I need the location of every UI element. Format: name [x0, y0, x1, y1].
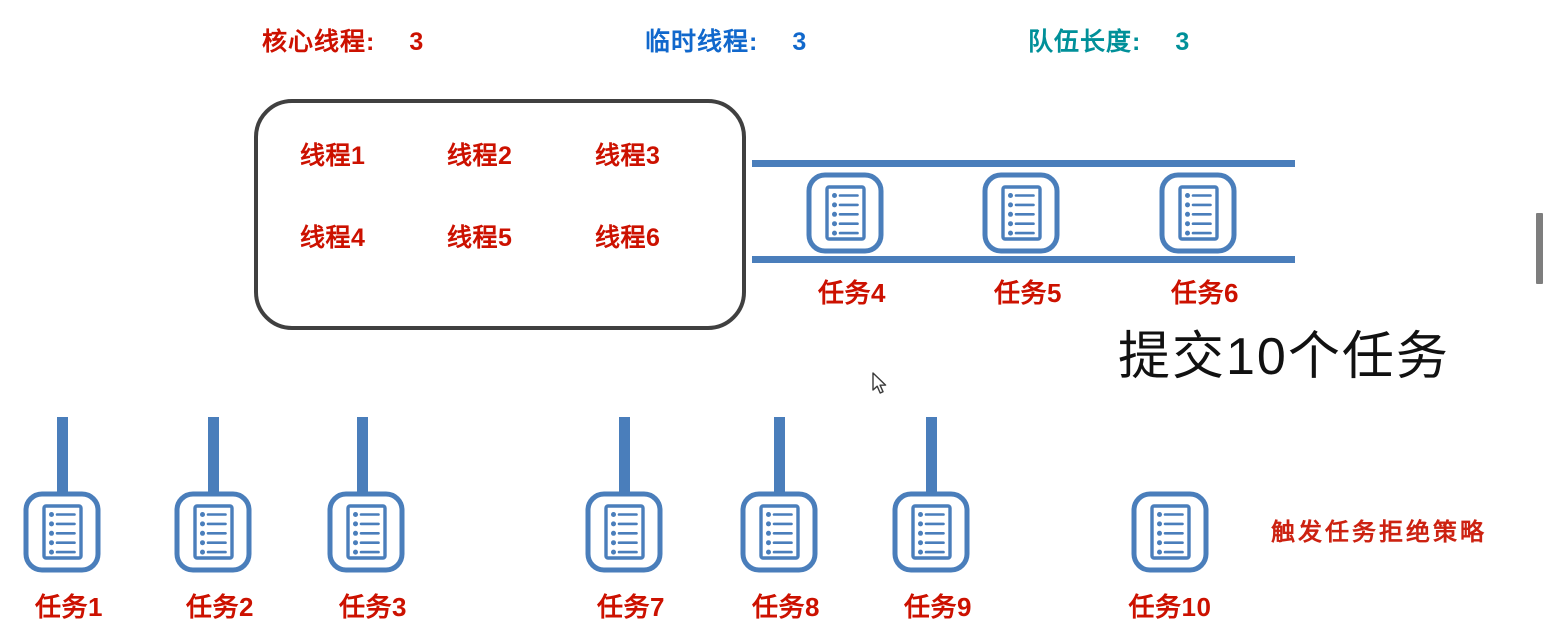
scrollbar-thumb[interactable]	[1536, 213, 1543, 284]
mouse-pointer-icon	[872, 372, 887, 394]
stat-0: 核心线程: 3	[262, 30, 424, 55]
submitted-task-caption-6: 任务10	[1128, 592, 1212, 622]
task-document-icon	[23, 491, 101, 573]
task-document-icon	[327, 491, 405, 573]
queue-rail-bottom	[752, 256, 1295, 263]
task-document-icon	[806, 172, 884, 254]
task-document-icon	[806, 172, 884, 254]
stat-label: 临时线程:	[645, 28, 759, 56]
stat-2: 队伍长度: 3	[1028, 30, 1190, 55]
task-document-icon	[585, 491, 663, 573]
thread-label-4: 线程4	[300, 224, 366, 252]
task-document-icon	[1131, 491, 1209, 573]
task-document-icon	[174, 491, 252, 573]
task-document-icon	[892, 491, 970, 573]
stat-label: 队伍长度:	[1028, 28, 1142, 56]
reject-policy-note: 触发任务拒绝策略	[1271, 519, 1487, 546]
submitted-task-stem-2	[357, 417, 368, 493]
submitted-task-caption-3: 任务7	[597, 592, 665, 622]
task-document-icon	[1131, 491, 1209, 573]
task-document-icon	[982, 172, 1060, 254]
thread-label-6: 线程6	[595, 224, 661, 252]
stat-value: 3	[409, 28, 425, 56]
thread-label-1: 线程1	[300, 142, 366, 170]
submitted-task-stem-1	[208, 417, 219, 493]
queue-task-caption-1: 任务5	[994, 278, 1062, 308]
task-document-icon	[174, 491, 252, 573]
thread-label-2: 线程2	[447, 142, 513, 170]
submitted-task-stem-0	[57, 417, 68, 493]
thread-pool-box	[254, 99, 746, 330]
task-document-icon	[1159, 172, 1237, 254]
submit-tasks-note: 提交10个任务	[1118, 328, 1450, 386]
thread-label-3: 线程3	[595, 142, 661, 170]
task-document-icon	[892, 491, 970, 573]
task-document-icon	[1159, 172, 1237, 254]
submitted-task-caption-2: 任务3	[339, 592, 407, 622]
thread-label-5: 线程5	[447, 224, 513, 252]
submitted-task-stem-5	[926, 417, 937, 493]
stat-value: 3	[792, 28, 808, 56]
task-document-icon	[585, 491, 663, 573]
stat-1: 临时线程: 3	[645, 30, 807, 55]
stat-value: 3	[1175, 28, 1191, 56]
queue-task-caption-2: 任务6	[1171, 278, 1239, 308]
submitted-task-caption-5: 任务9	[904, 592, 972, 622]
queue-rail-top	[752, 160, 1295, 167]
submitted-task-caption-4: 任务8	[752, 592, 820, 622]
submitted-task-caption-0: 任务1	[35, 592, 103, 622]
submitted-task-caption-1: 任务2	[186, 592, 254, 622]
task-document-icon	[740, 491, 818, 573]
task-document-icon	[23, 491, 101, 573]
submitted-task-stem-4	[774, 417, 785, 493]
queue-task-caption-0: 任务4	[818, 278, 886, 308]
task-document-icon	[740, 491, 818, 573]
submitted-task-stem-3	[619, 417, 630, 493]
task-document-icon	[982, 172, 1060, 254]
stat-label: 核心线程:	[262, 28, 376, 56]
task-document-icon	[327, 491, 405, 573]
